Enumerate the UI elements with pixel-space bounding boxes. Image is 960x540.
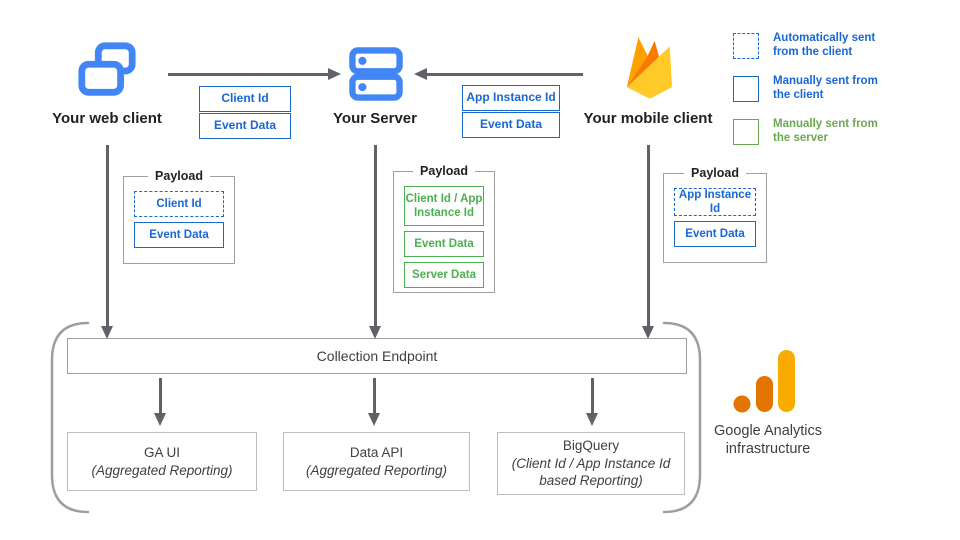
infrastructure-label: Google Analytics infrastructure	[713, 423, 822, 458]
google-analytics-icon	[733, 350, 795, 413]
bigquery-title: BigQuery	[562, 438, 620, 454]
data-api-box: Data API (Aggregated Reporting)	[283, 432, 470, 491]
legend-swatch-dashed-blue	[733, 32, 759, 59]
flow-tag-event-data: Event Data	[199, 113, 291, 139]
web-client-label: Your web client	[52, 110, 162, 127]
legend-swatch-solid-blue	[733, 75, 759, 102]
ga-ui-title: GA UI	[143, 444, 180, 460]
payload-item-event-data: Event Data	[134, 222, 224, 248]
payload-item-event-data: Event Data	[404, 231, 484, 257]
payload-mobile: Payload App Instance Id Event Data	[663, 166, 767, 263]
legend-item-manual-server: Manually sent from the server	[733, 118, 895, 145]
payload-title: Payload	[148, 169, 210, 183]
mobile-client-label: Your mobile client	[583, 110, 713, 127]
legend-label: Automatically sent from the client	[773, 32, 876, 58]
payload-title: Payload	[684, 166, 746, 180]
ga-ui-subtitle: (Aggregated Reporting)	[91, 462, 233, 478]
ga-ui-box: GA UI (Aggregated Reporting)	[67, 432, 257, 491]
collection-endpoint-box: Collection Endpoint	[67, 338, 687, 374]
bigquery-subtitle: (Client Id / App Instance Id based Repor…	[511, 455, 671, 489]
flow-tag-app-instance-id: App Instance Id	[462, 85, 560, 111]
server-label: Your Server	[333, 110, 417, 127]
payload-item-client-id: Client Id	[134, 191, 224, 217]
legend-swatch-solid-green	[733, 118, 759, 145]
legend: Automatically sent from the client Manua…	[733, 32, 895, 145]
web-client-icon	[78, 42, 136, 96]
server-icon	[349, 47, 403, 101]
data-api-title: Data API	[349, 444, 404, 460]
legend-item-manual-client: Manually sent from the client	[733, 75, 895, 102]
payload-item-app-instance-id: App Instance Id	[674, 188, 756, 216]
legend-label: Manually sent from the client	[773, 75, 878, 101]
payload-item-server-data: Server Data	[404, 262, 484, 288]
firebase-icon	[626, 37, 673, 99]
payload-web: Payload Client Id Event Data	[123, 169, 235, 264]
payload-item-client-or-app-id: Client Id / App Instance Id	[404, 186, 484, 226]
flow-tag-event-data-2: Event Data	[462, 112, 560, 138]
bigquery-box: BigQuery (Client Id / App Instance Id ba…	[497, 432, 685, 495]
flow-tag-client-id: Client Id	[199, 86, 291, 112]
payload-server: Payload Client Id / App Instance Id Even…	[393, 164, 495, 293]
legend-label: Manually sent from the server	[773, 118, 878, 144]
payload-item-event-data: Event Data	[674, 221, 756, 247]
legend-item-auto-client: Automatically sent from the client	[733, 32, 895, 59]
payload-title: Payload	[413, 164, 475, 178]
data-api-subtitle: (Aggregated Reporting)	[305, 462, 448, 478]
